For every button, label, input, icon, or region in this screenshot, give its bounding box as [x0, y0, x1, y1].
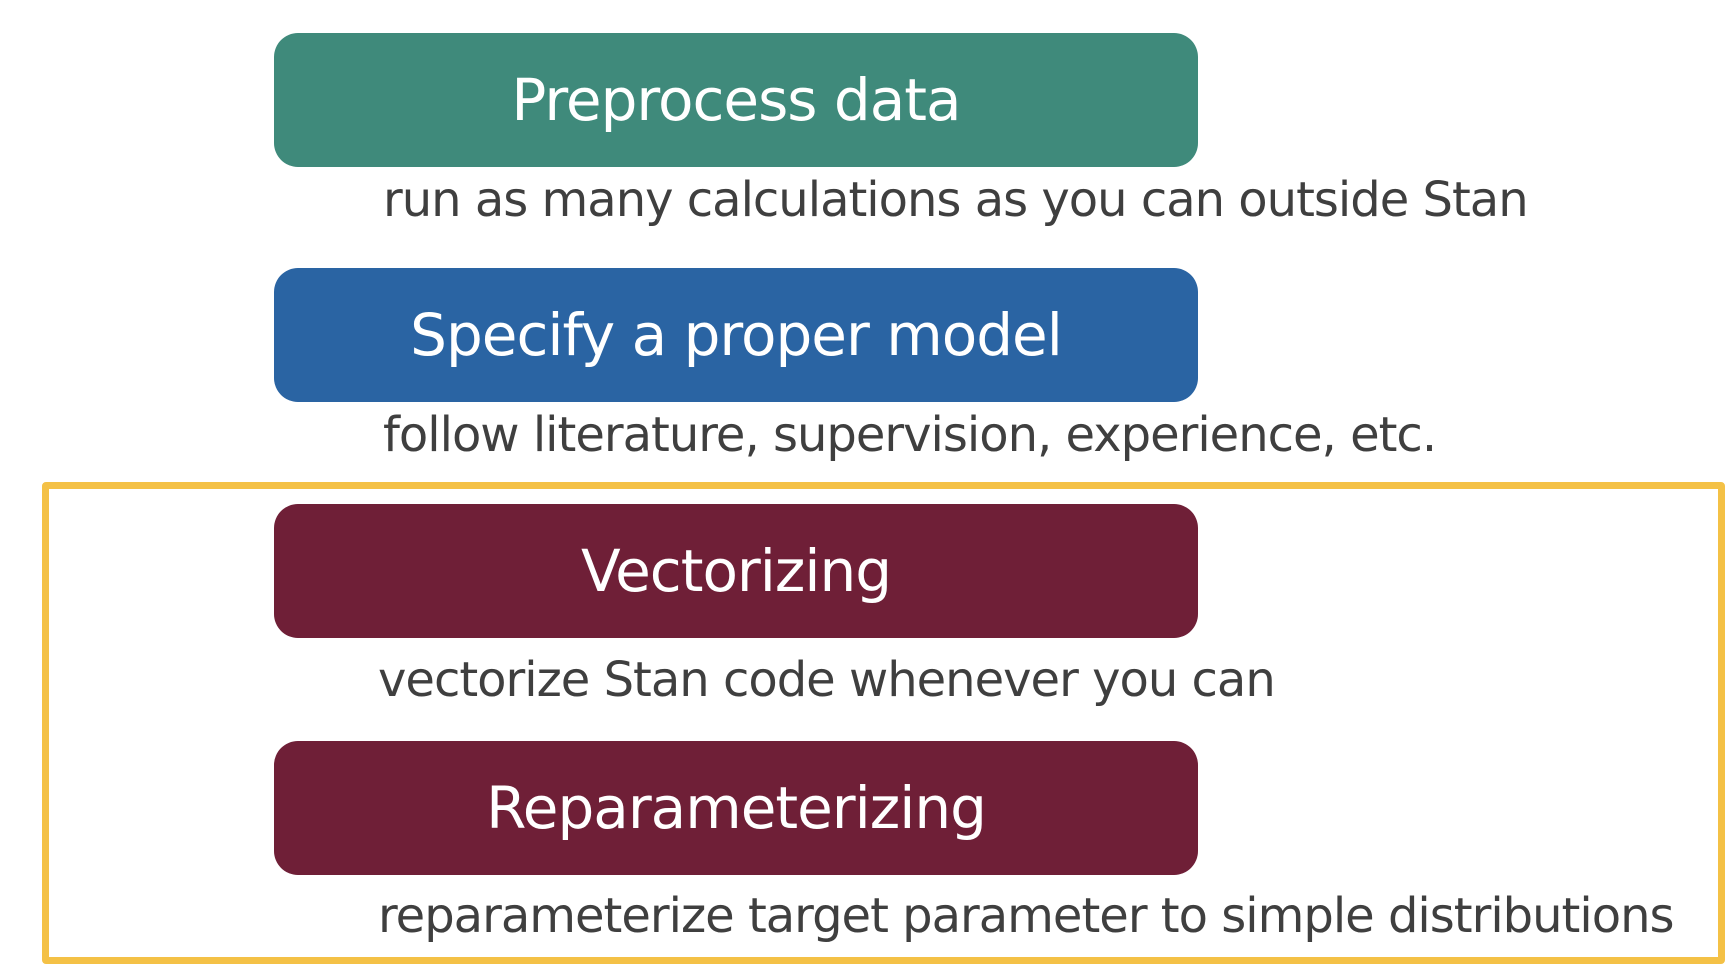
- step-box-vectorizing: Vectorizing: [274, 504, 1198, 638]
- step-title-specify-model: Specify a proper model: [410, 301, 1063, 369]
- step-title-vectorizing: Vectorizing: [580, 537, 892, 605]
- highlight-frame: [42, 482, 1725, 964]
- step-box-specify-model: Specify a proper model: [274, 268, 1198, 402]
- step-box-preprocess: Preprocess data: [274, 33, 1198, 167]
- step-title-preprocess: Preprocess data: [511, 66, 961, 134]
- step-title-reparameterizing: Reparameterizing: [486, 774, 987, 842]
- step-description-preprocess: run as many calculations as you can outs…: [383, 172, 1529, 228]
- step-box-reparameterizing: Reparameterizing: [274, 741, 1198, 875]
- step-description-vectorizing: vectorize Stan code whenever you can: [378, 652, 1276, 708]
- step-description-specify-model: follow literature, supervision, experien…: [383, 407, 1437, 463]
- step-description-reparameterizing: reparameterize target parameter to simpl…: [378, 888, 1674, 944]
